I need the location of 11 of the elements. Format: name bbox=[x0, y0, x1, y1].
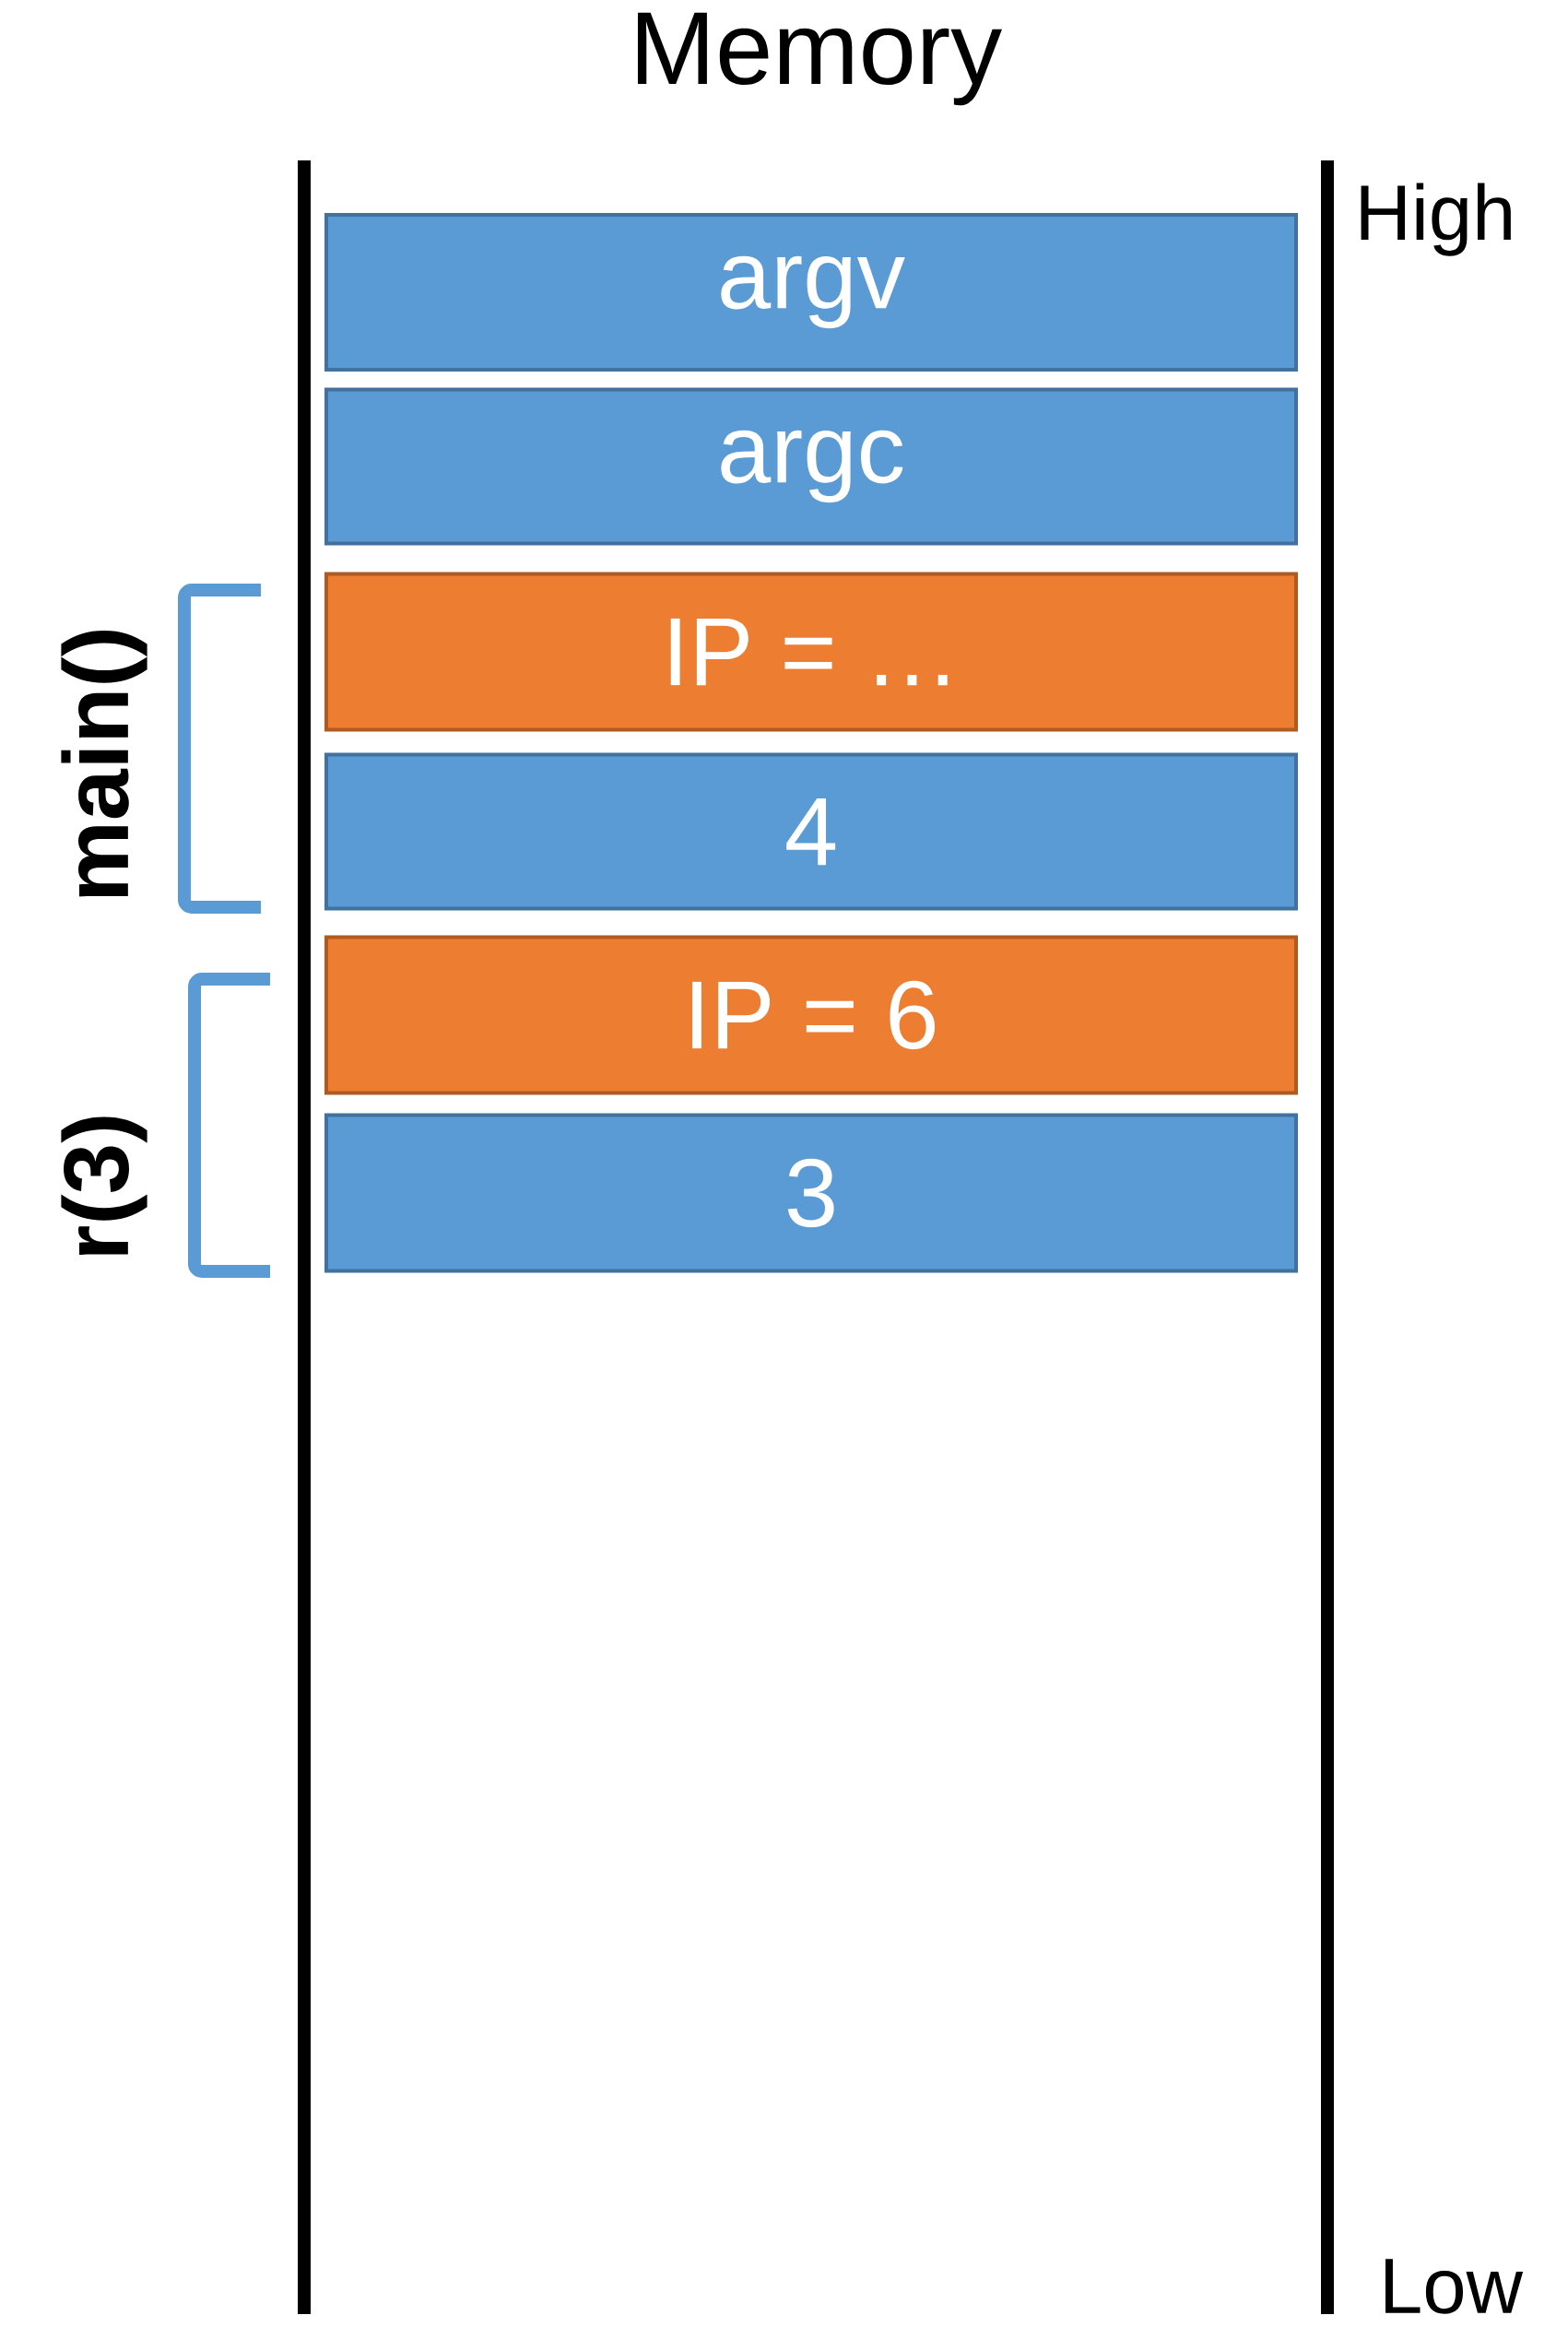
memory-cell: argc bbox=[324, 387, 1298, 546]
title: Memory bbox=[637, 12, 1002, 106]
bracket-label: main() bbox=[61, 631, 147, 897]
axis-label: High bbox=[1361, 183, 1511, 256]
memory-cell: 4 bbox=[324, 752, 1298, 911]
bracket-label: r(3) bbox=[61, 1116, 147, 1255]
memory-cell: 3 bbox=[324, 1113, 1298, 1273]
memory-cell: argv bbox=[324, 213, 1298, 372]
axis-label: Low bbox=[1385, 2259, 1524, 2314]
memory-cell: IP = … bbox=[324, 572, 1298, 732]
memory-cell: IP = 6 bbox=[324, 935, 1298, 1095]
